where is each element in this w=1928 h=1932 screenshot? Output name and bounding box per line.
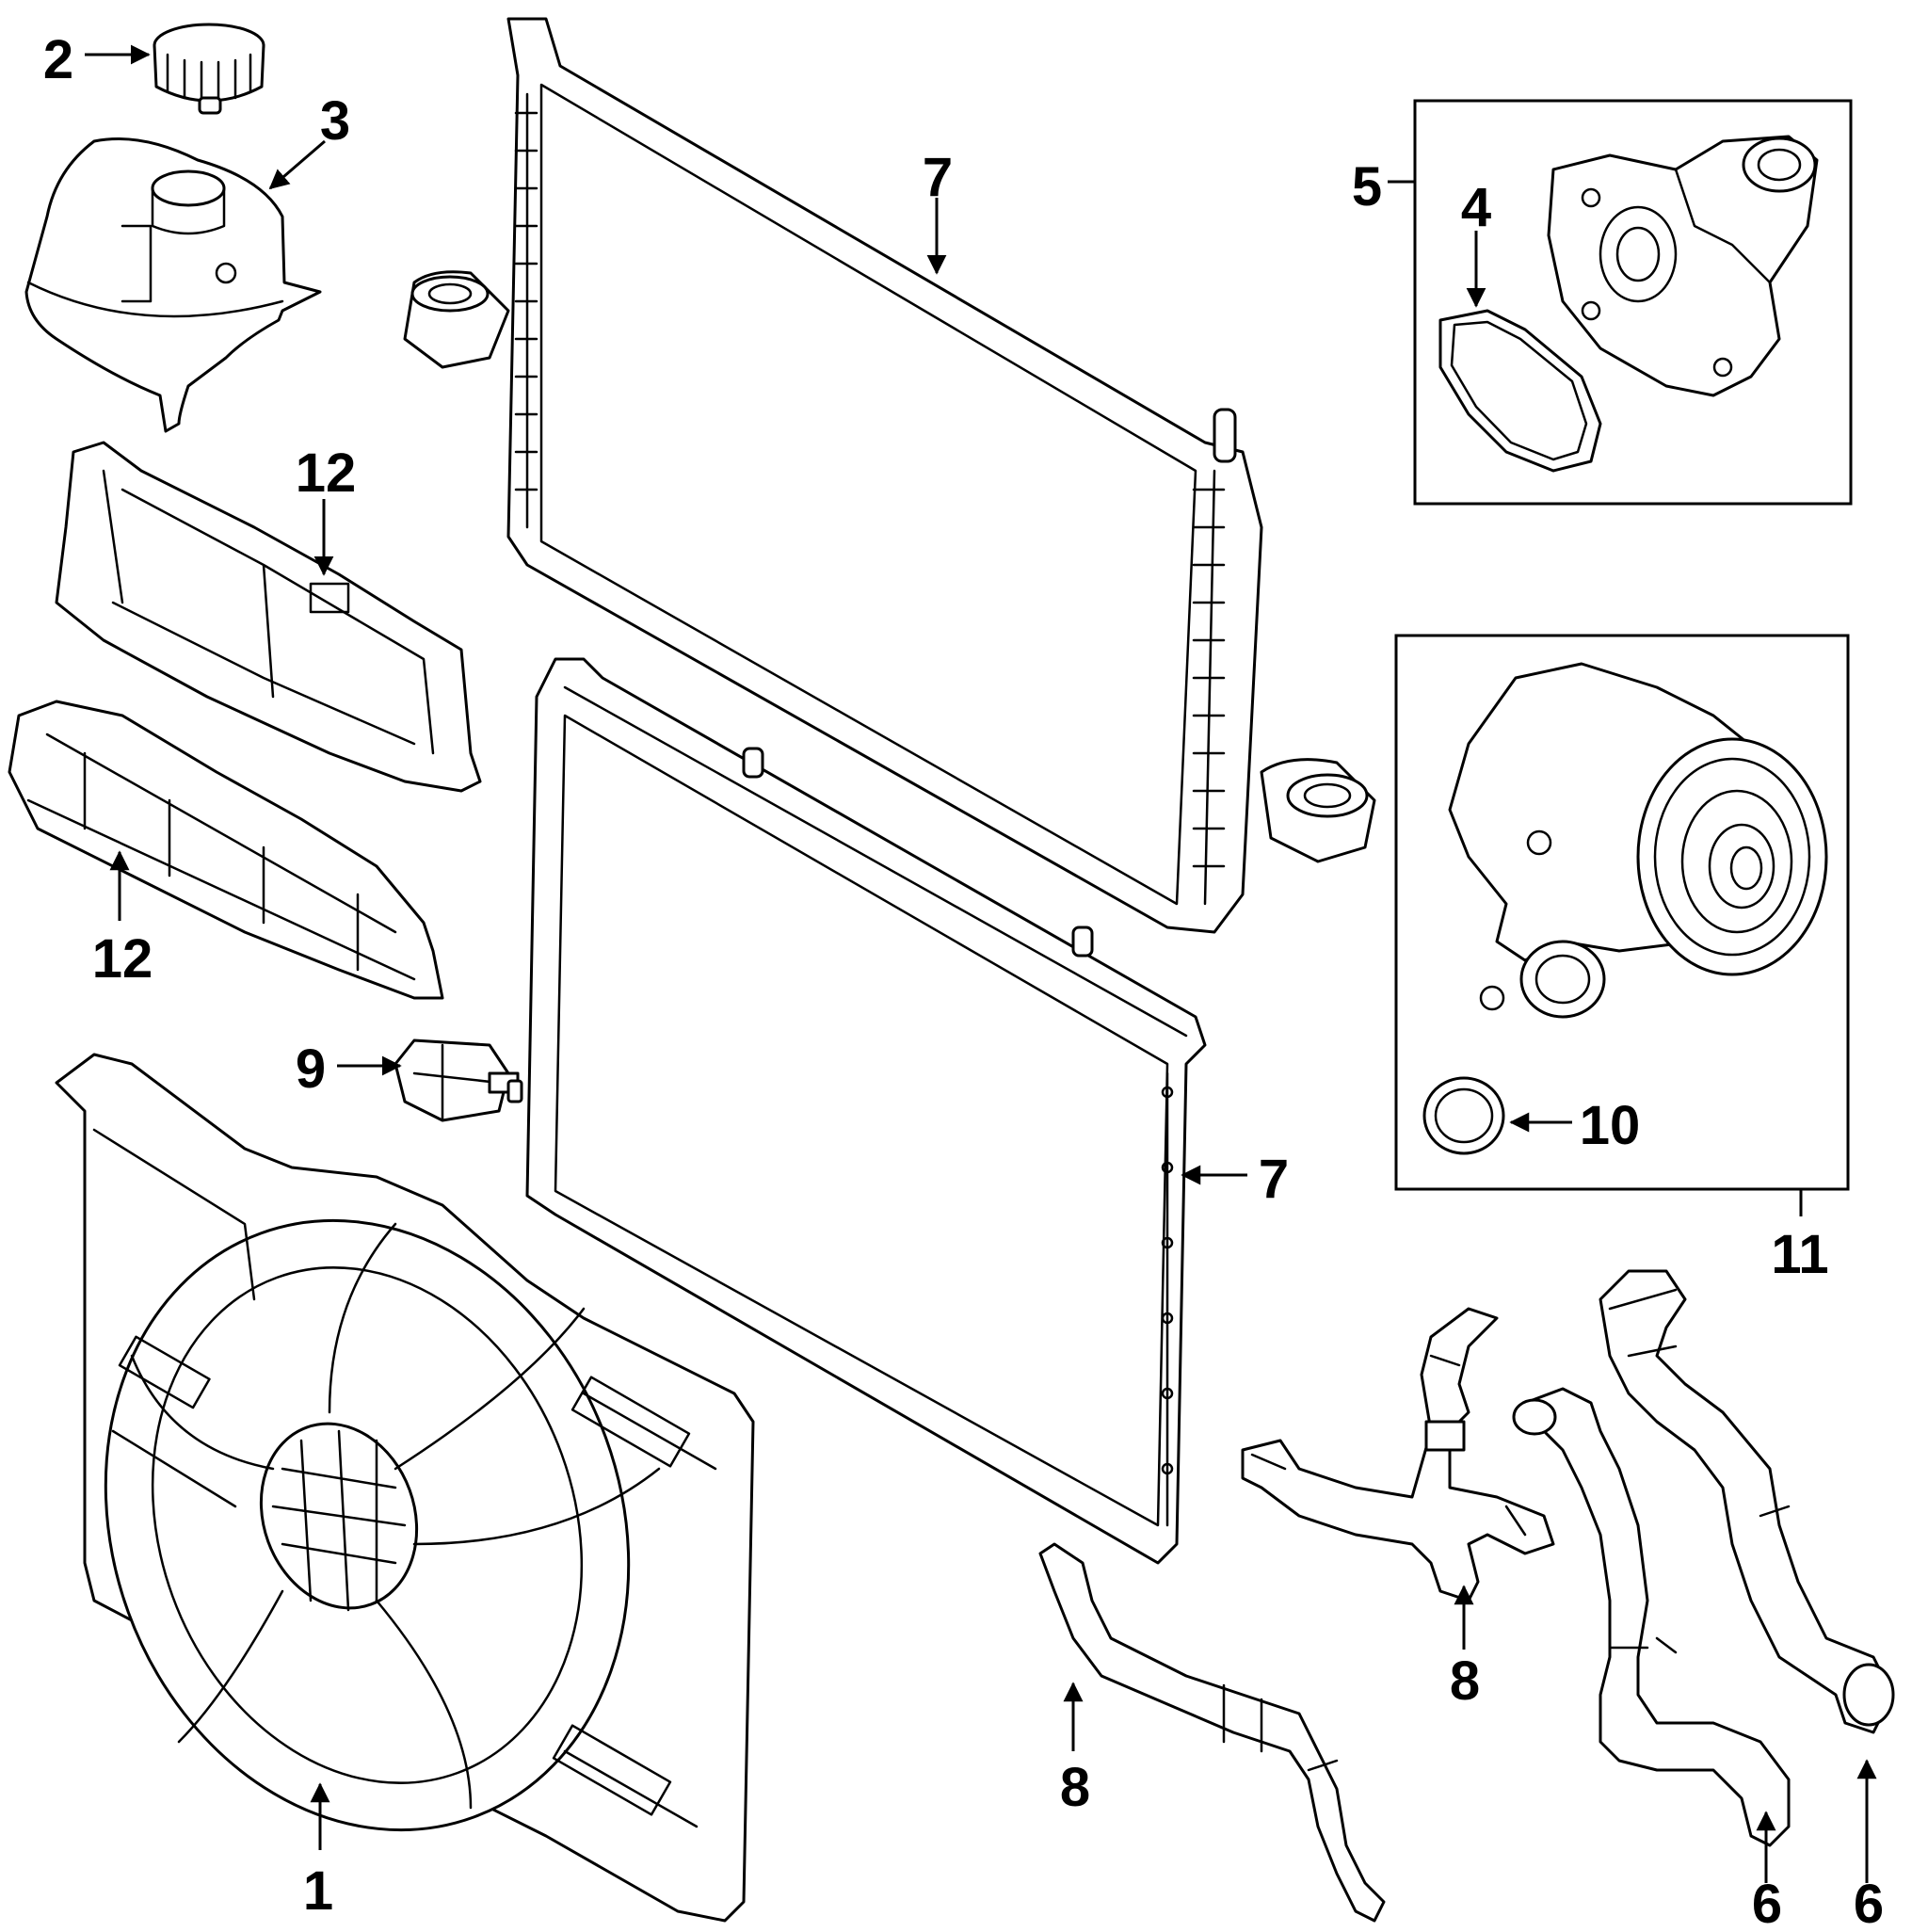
water-pump-group [1394, 634, 1850, 1191]
callout-12-lower: 12 [92, 928, 153, 990]
leader-lines [85, 44, 1877, 1883]
thermostat-housing-group [1413, 99, 1853, 506]
callout-8-lower: 8 [1060, 1757, 1090, 1818]
callout-10: 10 [1580, 1095, 1641, 1156]
hose-lower [1038, 1542, 1386, 1923]
condenser [525, 657, 1207, 1565]
expansion-tank [24, 137, 322, 433]
callout-7-condenser: 7 [1259, 1149, 1289, 1210]
callout-4: 4 [1461, 177, 1491, 238]
callout-2: 2 [43, 29, 73, 90]
callout-5: 5 [1352, 156, 1382, 217]
leader-3 [268, 139, 326, 190]
cooling-fan-shroud [55, 1053, 755, 1923]
callout-labels: 2 3 7 5 4 12 12 9 10 7 11 1 8 8 6 6 [43, 29, 1884, 1932]
callout-11: 11 [1771, 1224, 1828, 1285]
hose-left [1512, 1387, 1791, 1847]
air-deflector-lower [8, 700, 444, 1000]
hose-right [1599, 1269, 1895, 1734]
callout-8-center: 8 [1450, 1650, 1480, 1712]
callout-9: 9 [296, 1038, 326, 1100]
callout-6-right: 6 [1854, 1874, 1884, 1932]
callout-12-upper: 12 [296, 443, 357, 504]
radiator [403, 17, 1376, 934]
air-deflector-upper [55, 441, 482, 793]
callout-7-radiator: 7 [923, 147, 953, 208]
coolant-sensor [394, 1038, 523, 1122]
callout-1: 1 [303, 1860, 333, 1922]
callout-6-left: 6 [1752, 1874, 1782, 1932]
reservoir-cap [153, 23, 265, 115]
hose-assembly [1241, 1307, 1555, 1602]
callout-3: 3 [320, 90, 350, 152]
